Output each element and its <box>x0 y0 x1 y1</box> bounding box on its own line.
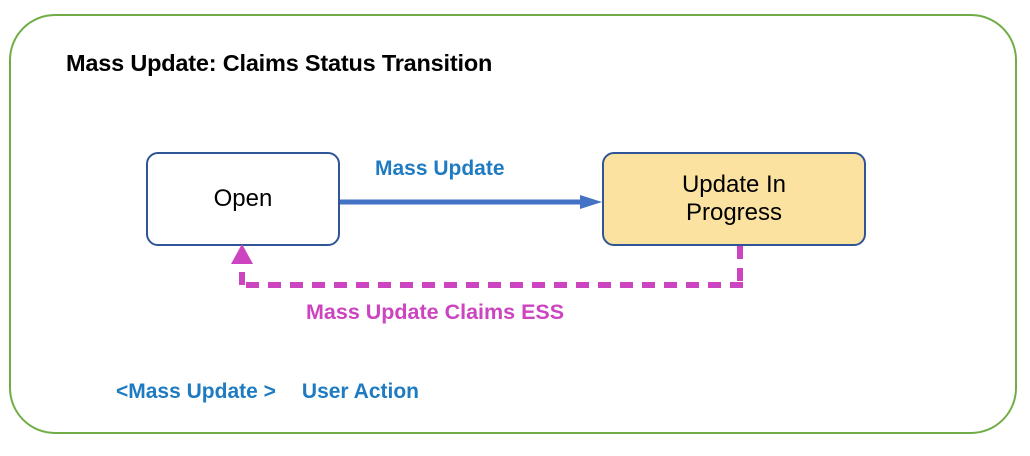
state-label-line-1: Update In <box>681 170 787 198</box>
state-node-update-in-progress-label: Update In Progress <box>682 171 786 228</box>
diagram-outer-frame <box>9 14 1017 434</box>
transition-label-mass-update: Mass Update <box>375 157 505 180</box>
state-label-line-2: Progress <box>685 199 783 226</box>
transition-arrow-mass-update-claims-ess <box>231 244 743 288</box>
legend: <Mass Update > User Action <box>116 380 419 404</box>
state-node-update-in-progress[interactable]: Update In Progress <box>602 152 866 246</box>
state-node-open[interactable]: Open <box>146 152 340 246</box>
transition-label-mass-update-claims-ess: Mass Update Claims ESS <box>306 300 565 324</box>
legend-value: User Action <box>301 380 419 403</box>
page-title: Mass Update: Claims Status Transition <box>66 50 493 76</box>
transition-arrow-mass-update <box>340 195 602 209</box>
legend-key: <Mass Update > <box>116 380 276 403</box>
state-node-open-label: Open <box>213 184 273 212</box>
